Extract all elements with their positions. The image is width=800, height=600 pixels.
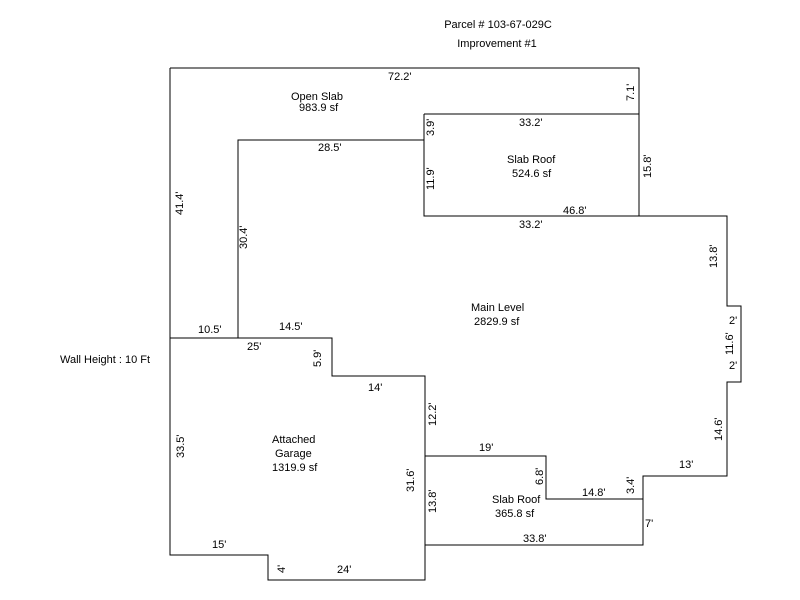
dim-label: 11.6' (724, 332, 736, 355)
dim-label: 28.5' (318, 142, 342, 154)
dim-label: 15' (212, 539, 226, 551)
dim-label: 7.1' (625, 84, 637, 101)
dim-label: 5.9' (312, 350, 324, 367)
dim-label: 13.8' (427, 489, 439, 513)
dim-label: 24' (337, 564, 351, 576)
dim-label: 13.8' (708, 244, 720, 268)
dim-label: 14.5' (279, 321, 303, 333)
slab-roof-top-name: Slab Roof (507, 154, 556, 166)
garage-area: 1319.9 sf (272, 462, 318, 474)
open-slab-area: 983.9 sf (299, 102, 339, 114)
garage-name-line1: Attached (272, 434, 315, 446)
dim-label: 3.4' (625, 477, 637, 494)
dim-label: 15.8' (642, 154, 654, 178)
garage-name-line2: Garage (275, 448, 312, 460)
open-slab-name: Open Slab (291, 91, 343, 103)
slab-roof-top-area: 524.6 sf (512, 168, 552, 180)
dim-label: 6.8' (534, 468, 546, 485)
dim-label: 33.2' (519, 219, 543, 231)
dim-label: 33.2' (519, 117, 543, 129)
main-level-name: Main Level (471, 302, 524, 314)
wall-height-label: Wall Height : 10 Ft (60, 354, 151, 366)
dim-label: 19' (479, 442, 493, 454)
open-slab-boundary (170, 139, 424, 339)
slab-roof-bottom-outline (425, 455, 643, 500)
dim-label: 72.2' (388, 71, 412, 83)
dim-label: 33.8' (523, 533, 547, 545)
dim-label: 3.9' (425, 119, 437, 136)
parcel-number: Parcel # 103-67-029C (444, 19, 552, 31)
improvement-label: Improvement #1 (457, 38, 537, 50)
dim-label: 4' (276, 565, 288, 573)
dim-label: 25' (247, 341, 261, 353)
dim-label: 13' (679, 459, 693, 471)
dim-label: 2' (729, 360, 737, 372)
dim-label: 7' (645, 518, 653, 530)
dim-label: 33.5' (175, 434, 187, 458)
dim-label: 31.6' (405, 468, 417, 492)
dim-label: 30.4' (238, 225, 250, 249)
dim-label: 14.8' (582, 487, 606, 499)
dim-label: 12.2' (427, 402, 439, 426)
garage-boundary (238, 337, 426, 545)
dim-label: 10.5' (198, 324, 222, 336)
dim-label: 14' (368, 382, 382, 394)
outer-outline (169, 67, 742, 581)
slab-roof-bottom-name: Slab Roof (492, 494, 541, 506)
dim-label: 41.4' (174, 191, 186, 215)
dim-label: 2' (729, 315, 737, 327)
slab-roof-bottom-area: 365.8 sf (495, 508, 535, 520)
dim-label: 46.8' (563, 205, 587, 217)
dim-label: 11.9' (425, 167, 437, 190)
main-level-area: 2829.9 sf (474, 316, 520, 328)
slab-roof-top-sides (423, 114, 639, 217)
dim-label: 14.6' (713, 417, 725, 441)
